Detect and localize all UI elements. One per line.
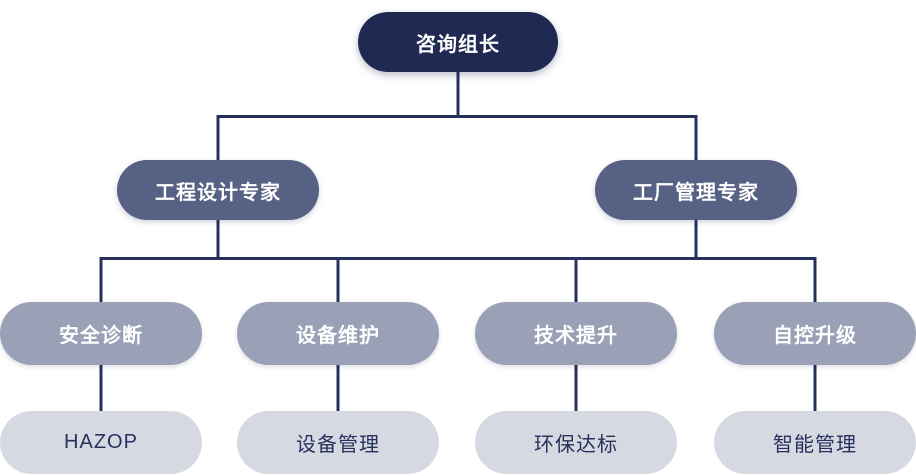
node-hazop: HAZOP (0, 411, 202, 474)
node-label: HAZOP (64, 431, 138, 453)
node-equipment-maintenance: 设备维护 (237, 302, 439, 365)
node-factory-management-expert: 工厂管理专家 (595, 160, 797, 220)
node-label: 咨询组长 (416, 33, 500, 56)
node-technology-improvement: 技术提升 (475, 302, 677, 365)
node-label: 工程设计专家 (155, 181, 281, 204)
node-safety-diagnosis: 安全诊断 (0, 302, 202, 365)
node-label: 设备管理 (296, 434, 380, 456)
node-consulting-leader: 咨询组长 (358, 12, 558, 72)
node-label: 工厂管理专家 (633, 181, 759, 204)
node-equipment-management: 设备管理 (237, 411, 439, 474)
node-environmental-compliance: 环保达标 (475, 411, 677, 474)
node-label: 自控升级 (773, 325, 857, 347)
node-label: 设备维护 (296, 325, 380, 347)
node-label: 安全诊断 (59, 325, 143, 347)
node-engineering-design-expert: 工程设计专家 (117, 160, 319, 220)
node-label: 技术提升 (534, 325, 618, 347)
node-intelligent-management: 智能管理 (714, 411, 916, 474)
node-automation-upgrade: 自控升级 (714, 302, 916, 365)
node-label: 智能管理 (773, 434, 857, 456)
node-label: 环保达标 (534, 434, 618, 456)
